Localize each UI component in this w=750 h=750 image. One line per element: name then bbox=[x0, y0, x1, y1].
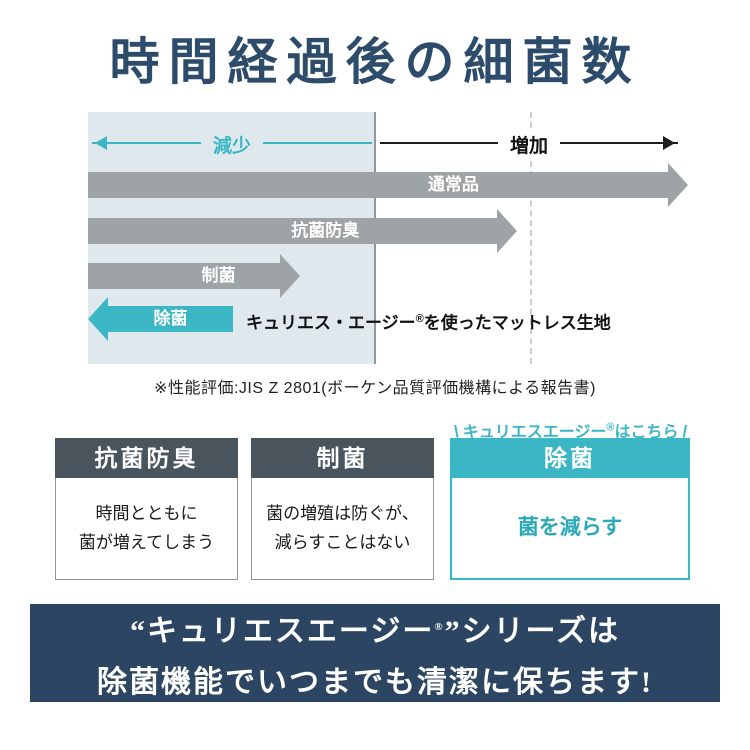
bar-bacteriostatic: 制菌 bbox=[88, 254, 300, 298]
bar-sterilizing: 除菌 bbox=[88, 297, 233, 341]
performance-evaluation-note: ※性能評価:JIS Z 2801(ボーケン品質評価機構による報告書) bbox=[154, 380, 596, 397]
decrease-label: 減少 bbox=[200, 131, 264, 158]
dashed-gridline bbox=[530, 112, 532, 364]
decrease-arrow-icon: 減少 bbox=[92, 131, 372, 158]
card-sterilizing-body: 菌を減らす bbox=[450, 478, 690, 580]
bottom-banner: “キュリエスエージー®”シリーズは 除菌機能でいつまでも清潔に保ちます! bbox=[30, 604, 720, 702]
card-antibacterial-body: 時間とともに 菌が増えてしまう bbox=[55, 478, 238, 580]
registered-trademark-icon: ® bbox=[606, 421, 615, 434]
card-antibacterial: 抗菌防臭 時間とともに 菌が増えてしまう bbox=[55, 438, 238, 580]
card-bacteriostatic: 制菌 菌の増殖は防ぐが、 減らすことはない bbox=[251, 438, 434, 580]
callout-left-slash: \ bbox=[454, 422, 459, 441]
increase-label: 増加 bbox=[497, 131, 561, 158]
card-bacteriostatic-body: 菌の増殖は防ぐが、 減らすことはない bbox=[251, 478, 434, 580]
callout-right-slash: / bbox=[682, 422, 688, 441]
increase-arrow-icon: 増加 bbox=[380, 131, 678, 158]
banner-series-name: “キュリエスエージー bbox=[129, 614, 435, 648]
callout-text: キュリエスエージー bbox=[462, 424, 607, 441]
card-bacteriostatic-header: 制菌 bbox=[251, 438, 434, 478]
curies-ag-callout-link[interactable]: \キュリエスエージー®はこちら/ bbox=[450, 418, 690, 442]
bar-antibacterial-label: 抗菌防臭 bbox=[291, 221, 360, 240]
bar-sterilizing-label: 除菌 bbox=[153, 309, 188, 328]
bar-normal-product: 通常品 bbox=[88, 163, 688, 207]
registered-trademark-icon: ® bbox=[434, 620, 445, 633]
sterilizing-note-text: キュリエス・エージー bbox=[246, 313, 416, 333]
bar-normal-product-label: 通常品 bbox=[427, 175, 479, 194]
bacteria-time-diagram: 減少 増加 通常品 抗菌防臭 制菌 除菌 キュリエス・エージー®を使ったマットレ… bbox=[0, 112, 750, 364]
card-sterilizing-header: 除菌 bbox=[450, 438, 690, 478]
callout-text-2: はこちら bbox=[614, 424, 679, 441]
bar-antibacterial: 抗菌防臭 bbox=[88, 209, 517, 253]
banner-series-suffix: ”シリーズは bbox=[444, 614, 621, 648]
card-sterilizing: 除菌 菌を減らす bbox=[450, 438, 690, 580]
card-antibacterial-header: 抗菌防臭 bbox=[55, 438, 238, 478]
banner-line-2: 除菌機能でいつまでも清潔に保ちます! bbox=[97, 665, 653, 699]
registered-trademark-icon: ® bbox=[415, 313, 424, 325]
bar-bacteriostatic-label: 制菌 bbox=[201, 266, 236, 285]
page-title: 時間経過後の細菌数 bbox=[109, 34, 641, 90]
banner-line-1: “キュリエスエージー®”シリーズは bbox=[30, 606, 720, 650]
sterilizing-product-note: キュリエス・エージー®を使ったマットレス生地 bbox=[246, 306, 611, 337]
sterilizing-note-text-2: を使ったマットレス生地 bbox=[423, 313, 611, 333]
